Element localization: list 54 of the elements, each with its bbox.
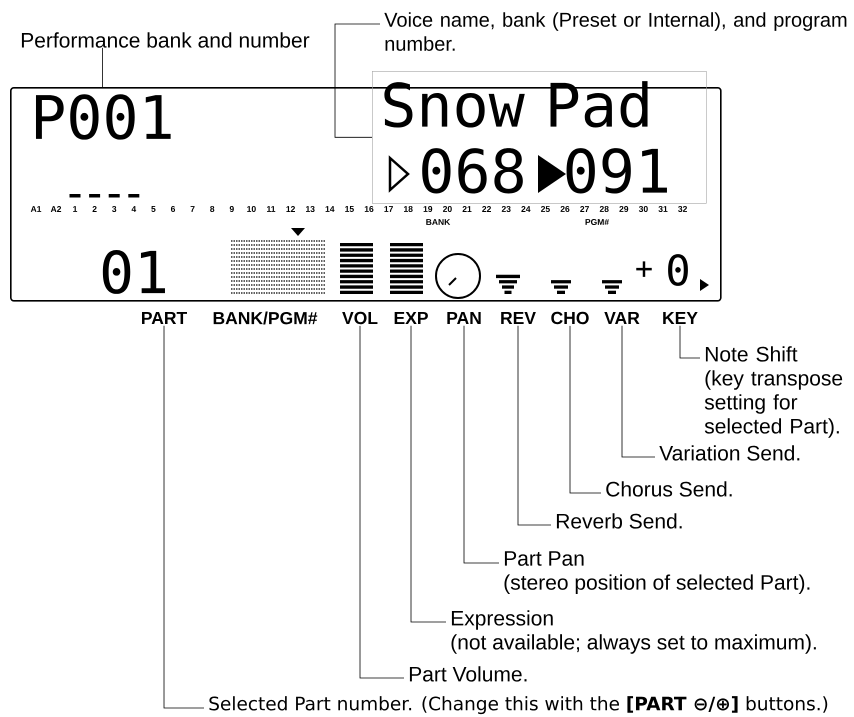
lcd-indicator-label: 6 xyxy=(170,206,176,212)
callout-text: Expression (not available; always set to maximum). xyxy=(452,610,816,654)
lcd-indicator-label: 16 xyxy=(364,206,374,212)
lcd-indicator-label: 4 xyxy=(132,206,136,212)
lcd-indicator-label: A2 xyxy=(50,206,62,212)
callout-text: Voice name, bank (Preset or Internal), and program number. xyxy=(384,12,846,51)
callout-text: Reverb Send. xyxy=(556,513,682,529)
lcd-key-value: 0 xyxy=(668,254,688,286)
lcd-indicator-label: 15 xyxy=(345,206,354,212)
leader-line xyxy=(464,325,500,564)
leader-line xyxy=(622,325,656,458)
lcd-indicator-label: BANK xyxy=(426,219,450,225)
lcd-indicator-label: 5 xyxy=(151,206,156,212)
callout-text: Chorus Send. xyxy=(606,481,732,497)
part-parameter-label: PAN xyxy=(447,312,481,324)
callout-text: Part Volume. xyxy=(410,666,526,682)
part-parameter-label: CHO xyxy=(551,312,589,324)
callout-text: Selected Part number. (Change this with the [PART ⊖/⊕] buttons.) xyxy=(209,696,828,714)
lcd-indicator-label: PGM# xyxy=(586,219,609,225)
leader-line xyxy=(360,326,404,678)
lcd-indicator-label: A1 xyxy=(30,206,42,212)
lcd-indicator-label: 3 xyxy=(112,206,116,212)
voice-display-box: Snow Pad 068 091 xyxy=(372,71,707,204)
lcd-indicator-label: 12 xyxy=(286,206,295,212)
leader-line xyxy=(102,48,103,88)
part-parameter-label: REV xyxy=(501,312,536,324)
lcd-indicator-label: 14 xyxy=(326,206,334,212)
part-parameter-label: VAR xyxy=(604,312,640,324)
callout-text: Performance bank and number xyxy=(22,32,310,48)
lcd-indicator-label: 1 xyxy=(73,206,78,212)
part-parameter-label: VOL xyxy=(342,312,378,324)
lcd-performance-number: P001 xyxy=(36,94,171,140)
part-parameter-label: PART xyxy=(142,312,187,324)
leader-line xyxy=(164,325,204,708)
callout-text: Note Shift (key transpose setting for selected Part). xyxy=(704,346,842,438)
callout-text: Variation Send. xyxy=(659,445,800,461)
leader-line xyxy=(518,325,552,526)
lcd-indicator-label: 11 xyxy=(267,206,276,212)
lcd-sign: + xyxy=(636,261,652,277)
lcd-indicator-label: 8 xyxy=(210,206,214,212)
part-parameter-label: BANK/PGM# xyxy=(214,311,318,324)
part-parameter-label: EXP xyxy=(394,312,428,324)
lcd-indicator-label: 2 xyxy=(92,206,97,212)
lcd-indicator-label: 9 xyxy=(230,206,234,212)
lcd-indicator-label: 7 xyxy=(190,206,195,212)
lcd-indicator-label: 13 xyxy=(306,206,315,212)
lcd-part-number: 01 xyxy=(102,250,165,294)
leader-line xyxy=(410,325,446,622)
lcd-indicator-label: 10 xyxy=(247,206,256,212)
leader-line xyxy=(680,325,700,358)
leader-line xyxy=(570,326,602,494)
part-parameter-label: KEY xyxy=(663,312,698,324)
leader-line xyxy=(334,24,380,138)
callout-text: Part Pan (stereo position of selected Part). xyxy=(504,551,810,594)
